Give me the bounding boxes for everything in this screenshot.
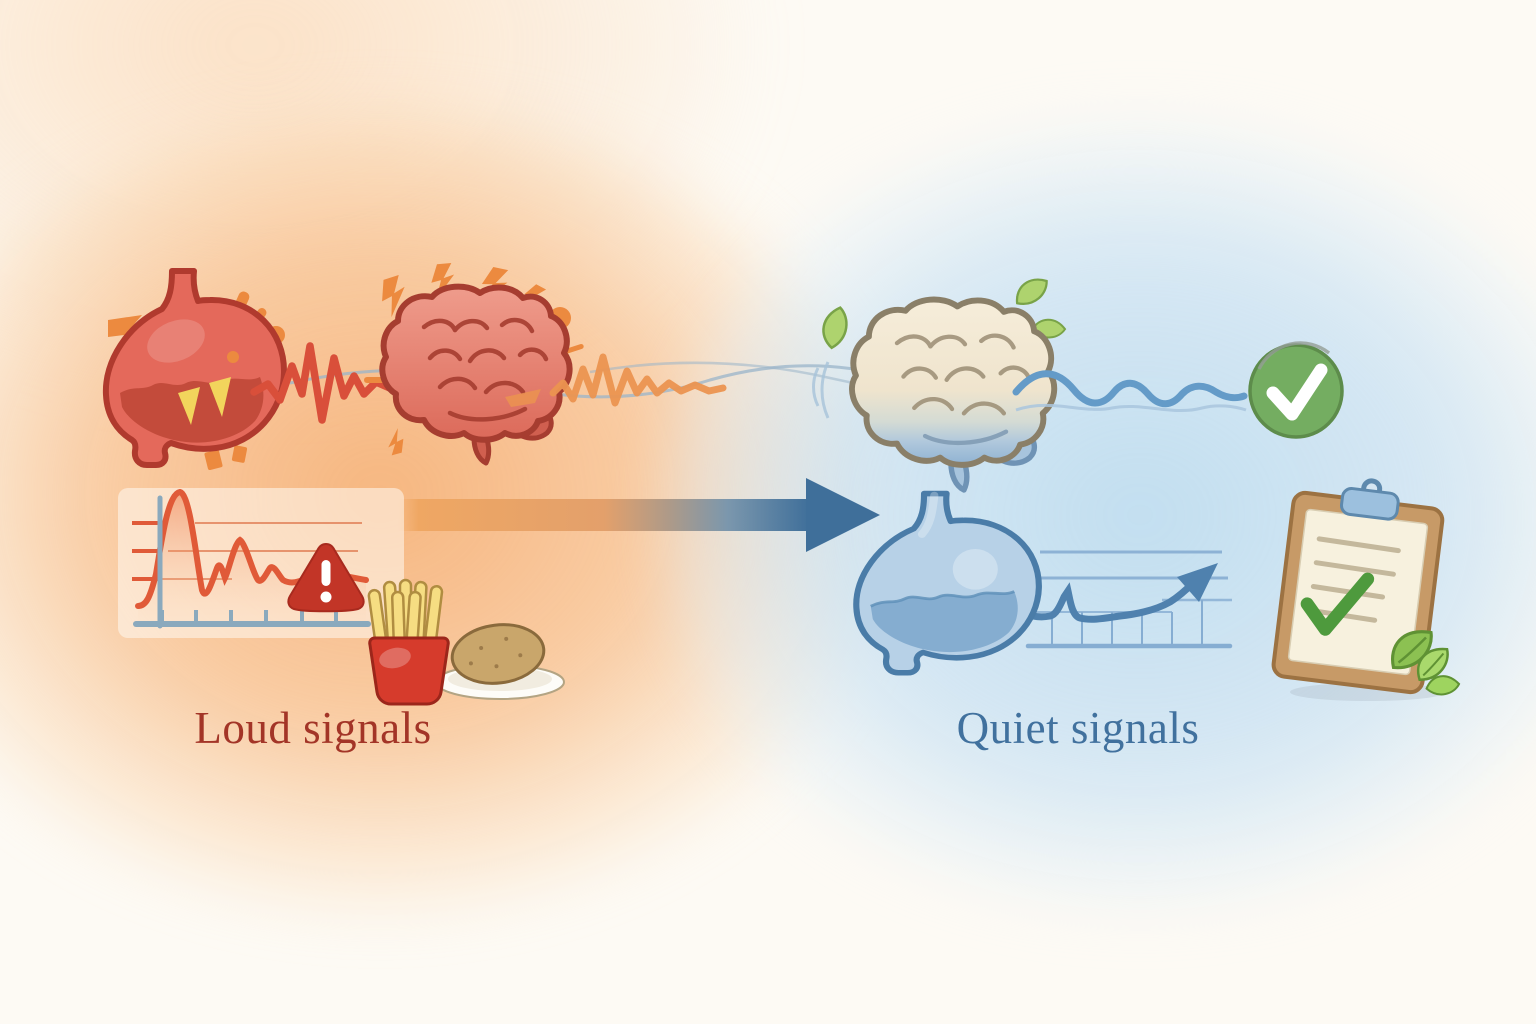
flame-icons [178, 377, 231, 425]
loud-signals-label: Loud signals [194, 703, 432, 753]
leaf-icon [822, 306, 848, 350]
check-circle-icon [1243, 341, 1351, 443]
leaf-icon [1417, 647, 1449, 681]
flow-arrow-icon [396, 472, 884, 558]
steady-chart-icon [1018, 542, 1237, 664]
calm-wave-signal-icon [1012, 352, 1248, 437]
angry-stomach-icon [90, 265, 290, 475]
loud-zigzag-signal-icon [250, 336, 404, 436]
fading-zigzag-signal-icon [505, 345, 730, 420]
warning-triangle-icon [282, 538, 370, 616]
french-fries-icon [367, 578, 450, 706]
calm-stomach-icon [840, 488, 1045, 682]
leaf-icon [1425, 675, 1461, 696]
fried-food-group [350, 578, 570, 713]
potato-plate-icon [435, 623, 565, 700]
leaf-icon [1391, 630, 1433, 670]
checklist-clipboard-icon [1243, 472, 1478, 707]
calm-brain-icon [812, 268, 1077, 493]
leaf-icon [1016, 278, 1048, 305]
quiet-signals-label: Quiet signals [956, 703, 1200, 753]
